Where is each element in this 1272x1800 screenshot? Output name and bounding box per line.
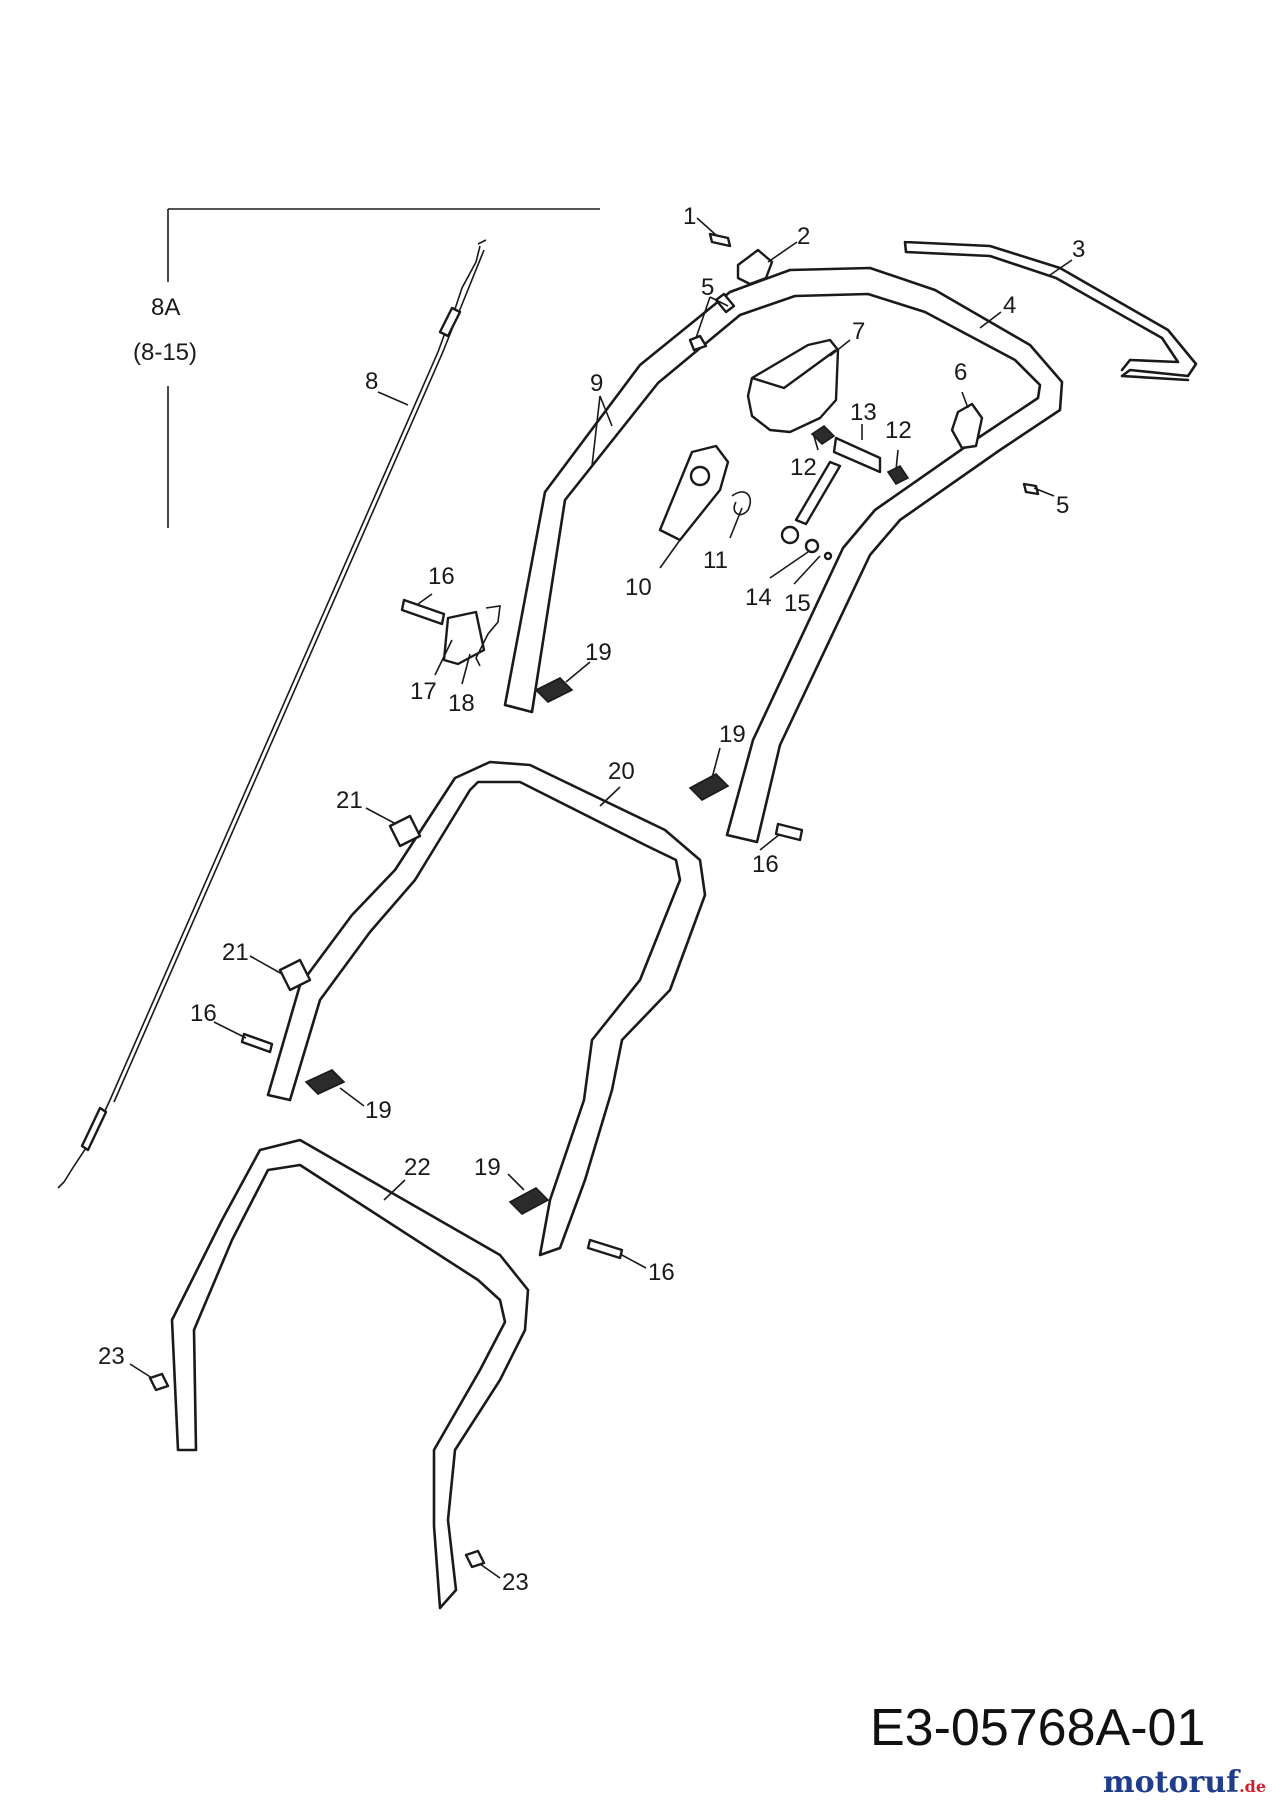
- callout-19-b: 19: [719, 721, 746, 748]
- callout-3: 3: [1072, 236, 1085, 263]
- upper-handle: [503, 266, 1064, 844]
- callout-10: 10: [625, 574, 652, 601]
- callout-15: 15: [784, 590, 811, 617]
- lever-assembly: [658, 424, 910, 561]
- callout-16-left: 16: [190, 1000, 217, 1027]
- callout-14: 14: [745, 584, 772, 611]
- hardware-lower: [148, 677, 804, 1569]
- callout-2: 2: [797, 223, 810, 250]
- callout-23-right: 23: [502, 1569, 529, 1596]
- group-label-range: (8-15): [133, 339, 197, 366]
- callout-8: 8: [365, 368, 378, 395]
- callout-19-c: 19: [365, 1097, 392, 1124]
- control-cable: [57, 239, 487, 1189]
- callout-7: 7: [852, 318, 865, 345]
- callout-16-upper: 16: [428, 563, 455, 590]
- lower-handle: [170, 1138, 530, 1610]
- callout-9: 9: [590, 370, 603, 397]
- callout-numbers: 1 2 3 4 5 5 6 7 8 9 10 11 12 12 13 14 15…: [98, 203, 1085, 1596]
- callout-13: 13: [850, 399, 877, 426]
- group-bracket: [167, 208, 600, 528]
- callout-12-left: 12: [790, 454, 817, 481]
- shift-rod: [903, 240, 1198, 382]
- callout-1: 1: [683, 203, 696, 230]
- group-label-name: 8A: [151, 294, 180, 321]
- callout-19-a: 19: [585, 639, 612, 666]
- callout-6: 6: [954, 359, 967, 386]
- callout-5-right: 5: [1056, 492, 1069, 519]
- callout-23-left: 23: [98, 1343, 125, 1370]
- callout-22: 22: [404, 1154, 431, 1181]
- watermark-logo: motoruf.de: [1103, 1765, 1266, 1800]
- leader-lines: [129, 217, 1073, 1579]
- hardware-left: [400, 598, 501, 667]
- callout-21-upper: 21: [336, 787, 363, 814]
- callout-11: 11: [703, 547, 728, 574]
- callout-16-right: 16: [752, 851, 779, 878]
- callout-4: 4: [1003, 292, 1016, 319]
- callout-5-top: 5: [701, 274, 714, 301]
- diagram-code: E3-05768A-01: [870, 1699, 1205, 1757]
- hardware-top: [688, 232, 1040, 496]
- callout-20: 20: [608, 758, 635, 785]
- watermark-word: motoruf: [1103, 1765, 1241, 1800]
- callout-19-d: 19: [474, 1154, 501, 1181]
- callout-17: 17: [410, 678, 437, 705]
- housing-cover: [746, 338, 840, 434]
- callout-16-bottom: 16: [648, 1259, 675, 1286]
- callout-21-lower: 21: [222, 939, 249, 966]
- callout-18: 18: [448, 690, 475, 717]
- callout-12-right: 12: [885, 417, 912, 444]
- watermark-suffix: .de: [1239, 1777, 1266, 1796]
- middle-handle: [266, 760, 707, 1257]
